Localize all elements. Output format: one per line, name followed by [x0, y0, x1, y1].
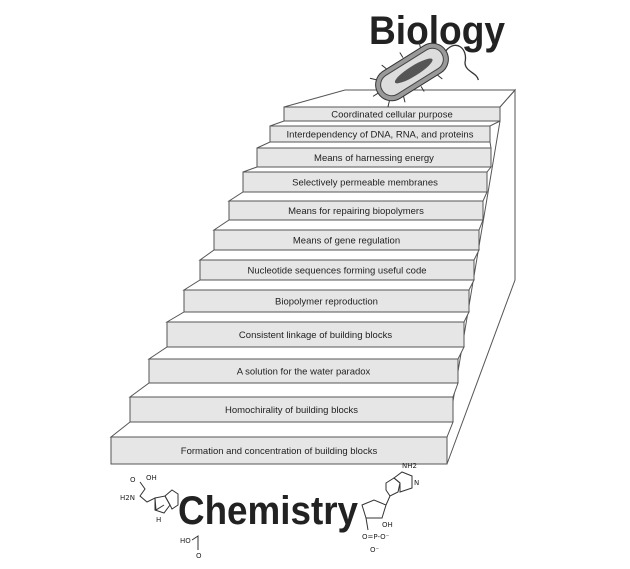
fatty-acid-chain-icon: HO O	[180, 535, 202, 560]
step-front	[166, 321, 465, 348]
svg-text:H2N: H2N	[120, 494, 135, 502]
step-label: Biopolymer reproduction	[275, 297, 378, 308]
step-4: Selectively permeable membranes	[242, 166, 493, 193]
step-front	[110, 436, 448, 465]
step-label: Selectively permeable membranes	[292, 178, 438, 189]
step-label: Consistent linkage of building blocks	[239, 330, 392, 341]
step-tread	[269, 120, 501, 127]
step-label: Interdependency of DNA, RNA, and protein…	[287, 130, 474, 141]
step-label: Means of gene regulation	[293, 236, 400, 247]
svg-text:N: N	[414, 479, 419, 487]
step-tread	[182, 279, 475, 291]
svg-text:OH: OH	[382, 521, 393, 529]
tryptophan-molecule-icon: OH O H2N H	[120, 474, 179, 524]
step-2: Interdependency of DNA, RNA, and protein…	[269, 120, 501, 143]
step-label: A solution for the water paradox	[237, 367, 371, 378]
step-12: Formation and concentration of building …	[109, 421, 454, 465]
step-label: Means of harnessing energy	[314, 153, 434, 164]
step-8: Biopolymer reproduction	[182, 279, 475, 313]
adenosine-phosphate-molecule-icon: NH2 N OH O=P-O⁻ O⁻	[361, 462, 419, 554]
step-label: Homochirality of building blocks	[225, 405, 358, 416]
chemistry-title: Chemistry	[178, 489, 359, 533]
step-label: Formation and concentration of building …	[181, 446, 378, 457]
step-label: Coordinated cellular purpose	[331, 110, 452, 121]
step-label: Means for repairing biopolymers	[288, 206, 424, 217]
step-5: Means for repairing biopolymers	[227, 191, 488, 221]
svg-text:O=P-O⁻: O=P-O⁻	[362, 533, 390, 541]
svg-text:O: O	[130, 476, 136, 484]
svg-text:OH: OH	[146, 474, 157, 482]
step-tread	[227, 191, 488, 202]
svg-text:H: H	[156, 516, 161, 524]
step-tread	[198, 249, 480, 261]
step-tread	[109, 421, 454, 438]
step-tread	[128, 382, 459, 398]
step-tread	[242, 166, 493, 173]
bacterium-icon	[369, 41, 479, 108]
step-11: Homochirality of building blocks	[128, 382, 459, 423]
step-1: Coordinated cellular purpose	[283, 106, 501, 122]
step-tread	[256, 141, 492, 149]
step-tread	[212, 219, 484, 231]
step-label: Nucleotide sequences forming useful code	[247, 266, 426, 277]
svg-text:NH2: NH2	[402, 462, 417, 470]
step-6: Means of gene regulation	[212, 219, 484, 251]
svg-text:O: O	[196, 552, 202, 560]
step-tread	[147, 346, 465, 360]
step-3: Means of harnessing energy	[256, 141, 492, 168]
svg-text:O⁻: O⁻	[370, 546, 380, 554]
step-front	[148, 358, 459, 384]
step-tread	[165, 311, 470, 323]
step-10: A solution for the water paradox	[147, 346, 465, 384]
step-9: Consistent linkage of building blocks	[165, 311, 470, 348]
svg-text:HO: HO	[180, 537, 191, 545]
step-7: Nucleotide sequences forming useful code	[198, 249, 480, 281]
step-front	[129, 396, 454, 423]
